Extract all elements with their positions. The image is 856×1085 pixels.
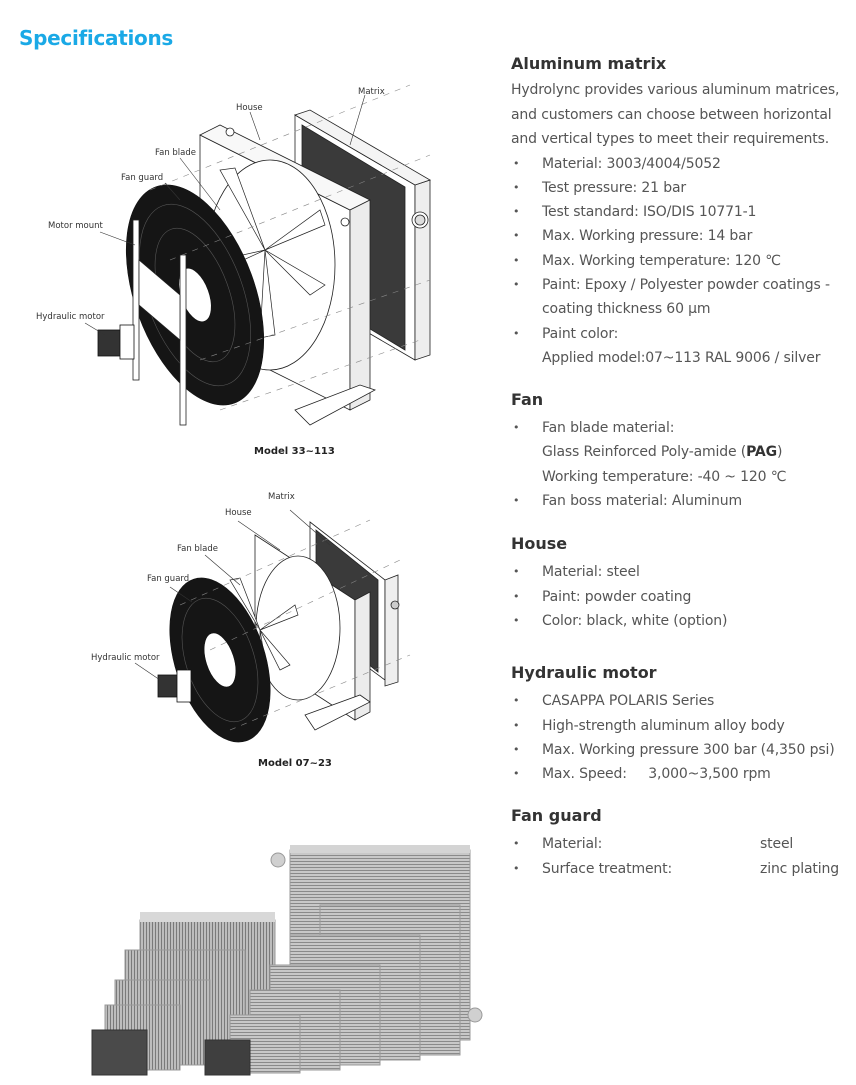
- leader-lines: [134, 509, 331, 681]
- assembly-lines: [149, 84, 431, 411]
- section-hydraulic-motor: Hydraulic motor •CASAPPA POLARIS Series …: [511, 663, 851, 786]
- label-fan-blade: Fan blade: [177, 544, 218, 554]
- label-fan-guard: Fan guard: [147, 574, 190, 584]
- list-item: •Max. Speed: 3,000~3,500 rpm: [513, 766, 771, 783]
- list-item: •Test pressure: 21 bar: [513, 179, 686, 196]
- fan-guard-drawing: [169, 577, 271, 743]
- leader-lines: [84, 94, 366, 336]
- list-item: •Paint: Epoxy / Polyester powder coating…: [513, 276, 830, 318]
- section-aluminum-matrix: Aluminum matrix Hydrolync provides vario…: [511, 54, 851, 370]
- list-item: •Material: steel: [513, 564, 640, 581]
- list-item: •Material: 3003/4004/5052: [513, 155, 721, 172]
- page-title: Specifications: [19, 26, 174, 50]
- caption-model-small: Model 07~23: [258, 758, 332, 769]
- list-item: •CASAPPA POLARIS Series: [513, 693, 715, 710]
- list-item: •Fan blade material:Glass Reinforced Pol…: [513, 420, 787, 485]
- house-list: •Material: steel •Paint: powder coating …: [511, 560, 851, 633]
- list-item: •Paint color:Applied model:07~113 RAL 90…: [513, 325, 821, 366]
- label-hydraulic-motor: Hydraulic motor: [91, 653, 160, 663]
- fan-cooler-exploded-drawing-large: [84, 84, 431, 426]
- list-item: •Color: black, white (option): [513, 612, 728, 629]
- label-hydraulic-motor: Hydraulic motor: [36, 312, 105, 322]
- caption-model-large: Model 33~113: [254, 446, 335, 457]
- list-item: •Max. Working pressure 300 bar (4,350 ps…: [513, 741, 835, 758]
- assembly-lines: [179, 519, 411, 731]
- aluminum-matrix-list: •Material: 3003/4004/5052 •Test pressure…: [511, 152, 851, 371]
- heading-aluminum-matrix: Aluminum matrix: [511, 54, 667, 73]
- heading-hydraulic-motor: Hydraulic motor: [511, 663, 657, 683]
- section-fan: Fan •Fan blade material:Glass Reinforced…: [511, 390, 851, 513]
- list-item: •High-strength aluminum alloy body: [513, 717, 785, 734]
- product-photo: [80, 840, 490, 1080]
- list-item: •Surface treatment:zinc plating: [513, 860, 839, 877]
- list-item: •Max. Working temperature: 120 ℃: [513, 252, 781, 269]
- list-item: •Paint: powder coating: [513, 588, 692, 605]
- exploded-diagram-small: Matrix House Fan blade Fan guard Hydraul…: [80, 480, 440, 760]
- section-fan-guard: Fan guard •Material:steel •Surface treat…: [511, 806, 851, 881]
- label-matrix: Matrix: [358, 87, 385, 97]
- fan-list: •Fan blade material:Glass Reinforced Pol…: [511, 416, 851, 513]
- aluminum-matrices-photo: [91, 845, 483, 1076]
- label-house: House: [225, 508, 252, 518]
- label-matrix: Matrix: [268, 492, 295, 502]
- heading-fan: Fan: [511, 390, 544, 410]
- specifications-panel: Aluminum matrix Hydrolync provides vario…: [511, 54, 851, 881]
- fan-guard-list: •Material:steel •Surface treatment:zinc …: [511, 832, 851, 881]
- label-motor-mount: Motor mount: [48, 221, 103, 231]
- fan-blade-drawing: [197, 167, 326, 339]
- exploded-diagram-large: House Matrix Fan blade Fan guard Motor m…: [20, 80, 440, 460]
- list-item: •Material:steel: [513, 836, 794, 853]
- label-fan-blade: Fan blade: [155, 148, 196, 158]
- hydraulic-motor-drawing: [157, 669, 192, 703]
- list-item: •Fan boss material: Aluminum: [513, 493, 742, 510]
- label-house: House: [236, 103, 263, 113]
- list-item: •Max. Working pressure: 14 bar: [513, 228, 753, 245]
- fan-cooler-exploded-drawing-small: [134, 509, 411, 743]
- list-item: •Test standard: ISO/DIS 10771-1: [513, 204, 757, 221]
- heading-fan-guard: Fan guard: [511, 806, 602, 826]
- fan-guard-drawing: [125, 184, 265, 406]
- section-house: House •Material: steel •Paint: powder co…: [511, 534, 851, 633]
- hydraulic-motor-list: •CASAPPA POLARIS Series •High-strength a…: [511, 689, 851, 786]
- aluminum-matrix-intro: Hydrolync provides various aluminum matr…: [511, 82, 840, 147]
- hydraulic-motor-drawing: [97, 324, 135, 360]
- heading-house: House: [511, 534, 568, 554]
- label-fan-guard: Fan guard: [121, 173, 164, 183]
